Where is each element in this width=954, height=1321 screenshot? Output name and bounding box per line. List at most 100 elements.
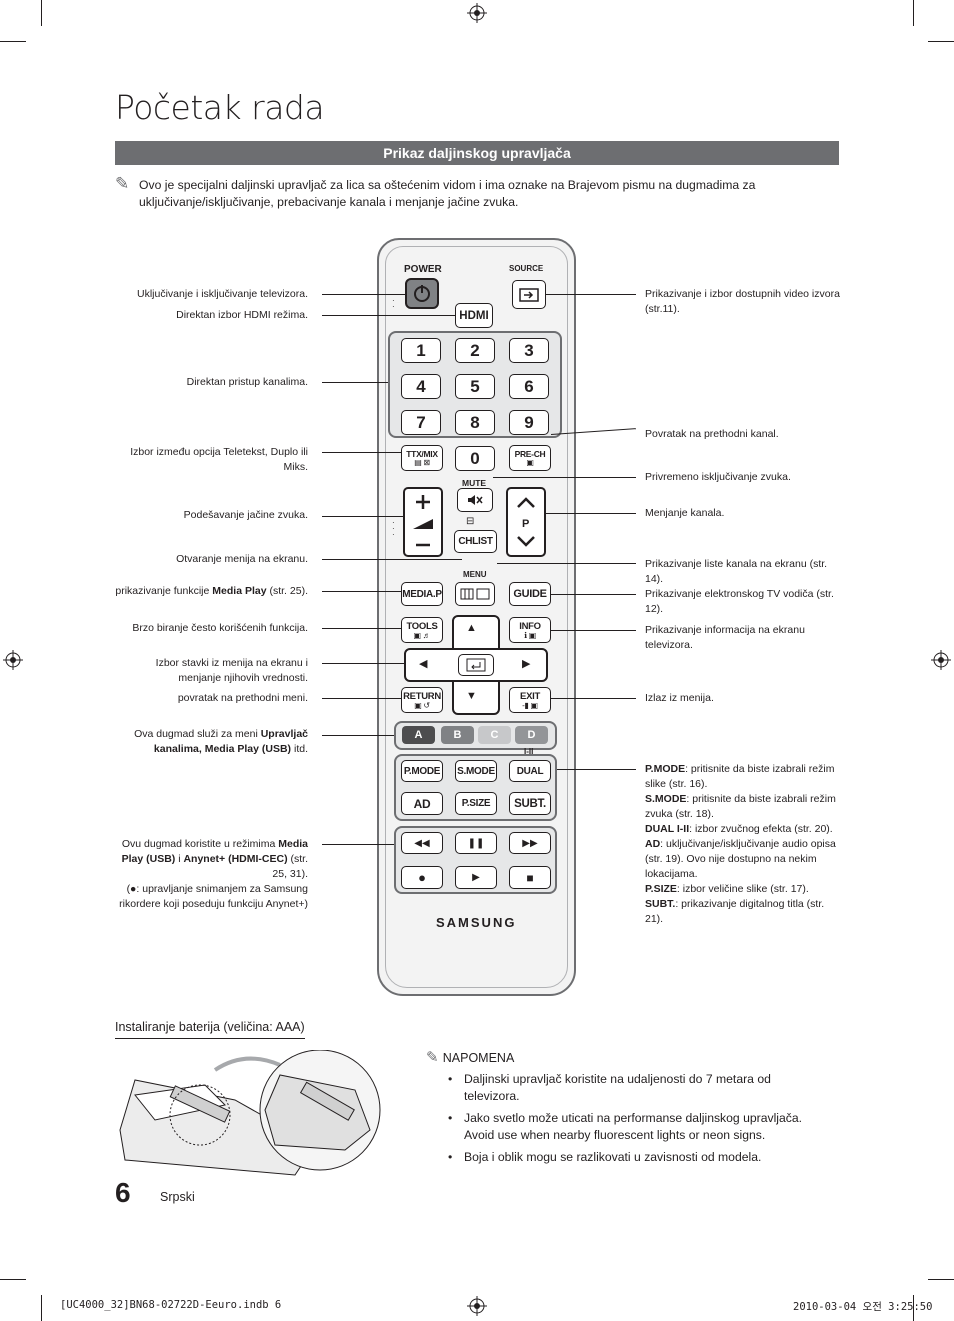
menu-button[interactable] bbox=[455, 582, 495, 606]
left-arrow-button[interactable]: ◀ bbox=[419, 658, 428, 670]
color-key-c[interactable]: C bbox=[478, 726, 511, 744]
right-arrow-button[interactable]: ▶ bbox=[522, 658, 531, 670]
list-item: Boja i oblik mogu se razlikovati u zavis… bbox=[448, 1149, 818, 1166]
num-9-button[interactable]: 9 bbox=[509, 410, 549, 435]
leader-line bbox=[322, 663, 404, 664]
ad-button[interactable]: AD bbox=[401, 792, 443, 815]
callout-media-keys: Ovu dugmad koristite u režimima Media Pl… bbox=[119, 838, 308, 910]
leader-line bbox=[493, 477, 636, 478]
note-pencil-icon: ✎ bbox=[115, 174, 130, 193]
callout-prech: Povratak na prethodni kanal. bbox=[645, 428, 779, 440]
callout-power: Uključivanje i isključivanje televizora. bbox=[137, 288, 308, 300]
battery-title: Instaliranje baterija (veličina: AAA) bbox=[115, 1020, 305, 1039]
channel-icon: P bbox=[517, 497, 535, 547]
exit-button[interactable]: EXIT-▮ ▣ bbox=[509, 687, 551, 713]
play-button[interactable]: ▶ bbox=[455, 866, 497, 889]
color-key-b[interactable]: B bbox=[441, 726, 474, 744]
source-button[interactable] bbox=[512, 280, 546, 309]
source-icon bbox=[519, 287, 539, 302]
dual-button[interactable]: DUAL bbox=[509, 760, 551, 782]
leader-line bbox=[322, 735, 394, 736]
section-title: Prikaz daljinskog upravljača bbox=[115, 141, 839, 165]
subt-button[interactable]: SUBT. bbox=[509, 792, 551, 815]
record-button[interactable]: ● bbox=[401, 866, 443, 889]
crop-mark bbox=[913, 0, 914, 26]
pause-button[interactable]: ❚❚ bbox=[455, 832, 497, 854]
guide-button[interactable]: GUIDE bbox=[509, 582, 551, 606]
num-3-button[interactable]: 3 bbox=[509, 338, 549, 363]
mode-desc: AD: uključivanje/isključivanje audio opi… bbox=[645, 838, 836, 880]
stop-button[interactable]: ■ bbox=[509, 866, 551, 889]
callout-info: Prikazivanje informacija na ekranu telev… bbox=[645, 624, 805, 651]
num-8-button[interactable]: 8 bbox=[455, 410, 495, 435]
callout-hdmi: Direktan izbor HDMI režima. bbox=[176, 309, 308, 321]
leader-line bbox=[322, 452, 401, 453]
s-mode-button[interactable]: S.MODE bbox=[455, 760, 497, 782]
registration-target-icon bbox=[467, 3, 487, 23]
crop-mark bbox=[913, 1295, 914, 1321]
leader-line bbox=[322, 628, 401, 629]
registration-target-icon bbox=[3, 650, 23, 670]
callout-nav: Izbor stavki iz menija na ekranu i menja… bbox=[155, 657, 308, 684]
num-7-button[interactable]: 7 bbox=[401, 410, 441, 435]
power-button[interactable] bbox=[405, 278, 439, 309]
registration-target-icon bbox=[467, 1296, 487, 1316]
mute-button[interactable] bbox=[457, 488, 493, 512]
tools-button[interactable]: TOOLS▣ ♬ bbox=[401, 617, 443, 643]
callout-modes: P.MODE: pritisnite da biste izabrali rež… bbox=[645, 762, 840, 927]
p-size-button[interactable]: P.SIZE bbox=[455, 792, 497, 815]
pre-ch-button[interactable]: PRE-CH▣ bbox=[509, 445, 551, 471]
leader-line bbox=[551, 594, 636, 595]
svg-text:P: P bbox=[522, 518, 529, 530]
channel-rocker[interactable]: P bbox=[506, 487, 546, 557]
leader-line bbox=[322, 315, 455, 316]
leader-line bbox=[322, 294, 405, 295]
num-5-button[interactable]: 5 bbox=[455, 374, 495, 399]
callout-tools: Brzo biranje često korišćenih funkcija. bbox=[132, 622, 308, 634]
mode-desc: P.SIZE: izbor veličine slike (str. 17). bbox=[645, 883, 809, 895]
power-label: POWER bbox=[404, 264, 442, 275]
leader-line bbox=[322, 844, 394, 845]
volume-rocker[interactable] bbox=[403, 487, 443, 557]
mode-desc: DUAL I-II: izbor zvučnog efekta (str. 20… bbox=[645, 823, 833, 835]
hdmi-button[interactable]: HDMI bbox=[455, 303, 493, 328]
num-4-button[interactable]: 4 bbox=[401, 374, 441, 399]
prech-label: PRE-CH bbox=[514, 449, 546, 459]
battery-illustration bbox=[119, 1050, 381, 1176]
color-key-a[interactable]: A bbox=[402, 726, 435, 744]
num-0-button[interactable]: 0 bbox=[455, 446, 495, 471]
teletext-icon: ▤ ⊠ bbox=[414, 458, 430, 467]
leader-line bbox=[322, 516, 403, 517]
crop-mark bbox=[928, 41, 954, 42]
pre-ch-icon: ▣ bbox=[526, 458, 534, 467]
info-label: INFO bbox=[519, 620, 541, 632]
power-icon bbox=[414, 285, 430, 302]
leader-line bbox=[322, 698, 401, 699]
p-mode-button[interactable]: P.MODE bbox=[401, 760, 443, 782]
color-key-d[interactable]: D bbox=[515, 726, 548, 744]
num-6-button[interactable]: 6 bbox=[509, 374, 549, 399]
callout-menu: Otvaranje menija na ekranu. bbox=[176, 553, 308, 565]
media-p-button[interactable]: MEDIA.P bbox=[401, 582, 443, 606]
return-icon: ▣ ↺ bbox=[414, 700, 430, 710]
enter-button[interactable] bbox=[458, 654, 494, 676]
tools-label: TOOLS bbox=[406, 620, 438, 632]
down-arrow-button[interactable]: ▼ bbox=[466, 690, 477, 702]
fast-forward-button[interactable]: ▶▶ bbox=[509, 832, 551, 854]
callout-chlist: Prikazivanje liste kanala na ekranu (str… bbox=[645, 558, 828, 585]
leader-line bbox=[551, 698, 636, 699]
rewind-button[interactable]: ◀◀ bbox=[401, 832, 443, 854]
up-arrow-button[interactable]: ▲ bbox=[466, 622, 477, 634]
num-1-button[interactable]: 1 bbox=[401, 338, 441, 363]
mode-desc: P.MODE: pritisnite da biste izabrali rež… bbox=[645, 763, 835, 790]
list-item: Daljinski upravljač koristite na udaljen… bbox=[448, 1071, 818, 1105]
num-2-button[interactable]: 2 bbox=[455, 338, 495, 363]
ttx-mix-button[interactable]: TTX/MIX▤ ⊠ bbox=[401, 445, 443, 471]
leader-line bbox=[546, 513, 636, 514]
samsung-logo: SAMSUNG bbox=[436, 915, 517, 930]
leader-line bbox=[322, 382, 388, 383]
leader-line bbox=[557, 769, 636, 770]
return-button[interactable]: RETURN▣ ↺ bbox=[401, 687, 443, 713]
chlist-button[interactable]: CHLIST bbox=[454, 530, 497, 553]
